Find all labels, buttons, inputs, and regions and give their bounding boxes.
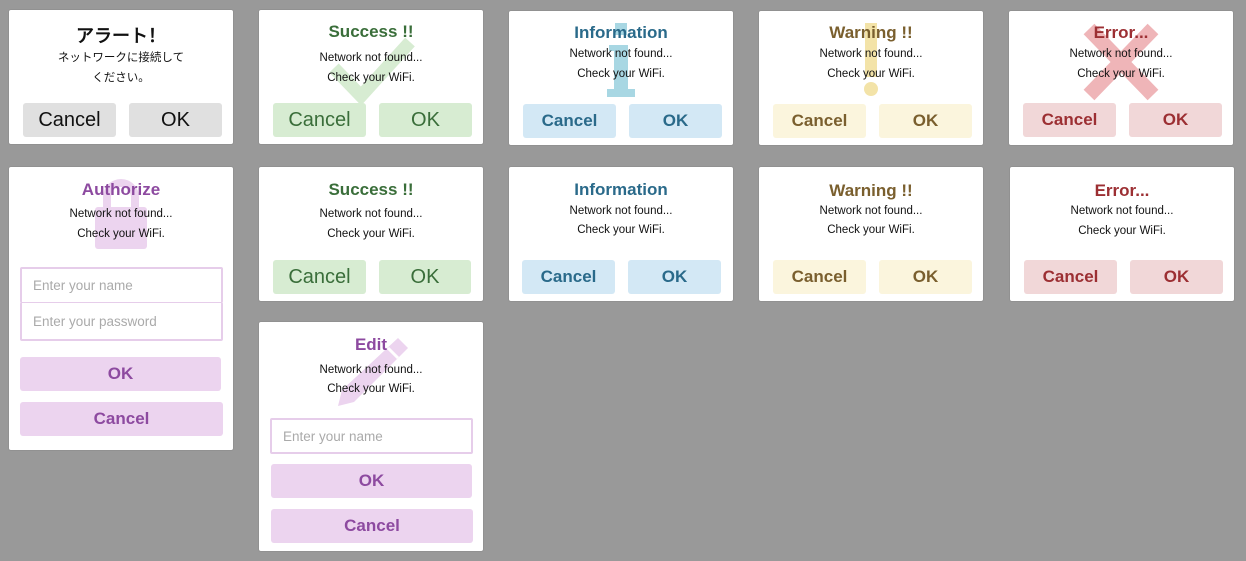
ok-button[interactable]: OK: [1129, 103, 1222, 137]
dialog-title: Error...: [1093, 23, 1149, 42]
dialog-message-line2: Check your WiFi.: [77, 228, 165, 240]
cancel-button[interactable]: Cancel: [1024, 260, 1117, 294]
dialog-message-line1: ネットワークに接続して: [57, 52, 185, 64]
ok-button[interactable]: OK: [1130, 260, 1223, 294]
ok-button[interactable]: OK: [20, 357, 221, 391]
cancel-button[interactable]: Cancel: [271, 509, 473, 543]
dialog-message-line2: Check your WiFi.: [327, 228, 415, 240]
dialog-message-line1: Network not found...: [819, 205, 923, 217]
cancel-button[interactable]: Cancel: [773, 104, 866, 138]
dialog-title: Success !!: [328, 22, 414, 41]
dialog-title: Warning !!: [829, 181, 913, 200]
alert-dialog-japanese: アラート！ ネットワークに接続して ください。 Cancel OK: [9, 10, 233, 144]
name-input[interactable]: Enter your name: [270, 418, 473, 454]
cancel-button[interactable]: Cancel: [522, 260, 615, 294]
dialog-title: Warning !!: [829, 23, 913, 42]
dialog-title: Information: [574, 23, 668, 42]
info-dialog: Information Network not found... Check y…: [509, 167, 733, 301]
dialog-message-line1: Network not found...: [69, 208, 173, 220]
ok-button[interactable]: OK: [879, 260, 972, 294]
success-dialog: Success !! Network not found... Check yo…: [259, 167, 483, 301]
warning-dialog-with-icon: Warning !! Network not found... Check yo…: [759, 11, 983, 145]
error-dialog-with-icon: Error... Network not found... Check your…: [1009, 11, 1233, 145]
dialog-message-line2: Check your WiFi.: [827, 224, 915, 236]
error-dialog: Error... Network not found... Check your…: [1010, 167, 1234, 301]
ok-button[interactable]: OK: [379, 103, 472, 137]
dialog-message-line2: ください。: [92, 72, 150, 84]
dialog-message-line2: Check your WiFi.: [1078, 225, 1166, 237]
dialog-message-line2: Check your WiFi.: [827, 68, 915, 80]
dialog-title: Success !!: [328, 180, 414, 199]
name-input[interactable]: Enter your name: [20, 267, 223, 303]
authorize-dialog: Authorize Network not found... Check you…: [9, 167, 233, 450]
dialog-message-line1: Network not found...: [319, 208, 423, 220]
cancel-button[interactable]: Cancel: [523, 104, 616, 138]
cancel-button[interactable]: Cancel: [1023, 103, 1116, 137]
dialog-message-line1: Network not found...: [569, 48, 673, 60]
dialog-message-line1: Network not found...: [1070, 205, 1174, 217]
dialog-message-line1: Network not found...: [819, 48, 923, 60]
success-dialog-with-icon: Success !! Network not found... Check yo…: [259, 10, 483, 144]
ok-button[interactable]: OK: [129, 103, 222, 137]
dialog-title: Error...: [1094, 181, 1150, 200]
ok-button[interactable]: OK: [879, 104, 972, 138]
dialog-message-line2: Check your WiFi.: [327, 72, 415, 84]
dialog-message-line2: Check your WiFi.: [577, 68, 665, 80]
ok-button[interactable]: OK: [271, 464, 472, 498]
cancel-button[interactable]: Cancel: [273, 103, 366, 137]
dialog-message-line2: Check your WiFi.: [327, 383, 415, 395]
cancel-button[interactable]: Cancel: [273, 260, 366, 294]
warning-dialog: Warning !! Network not found... Check yo…: [759, 167, 983, 301]
ok-button[interactable]: OK: [628, 260, 721, 294]
dialog-message-line1: Network not found...: [1069, 48, 1173, 60]
dialog-message-line1: Network not found...: [319, 52, 423, 64]
password-input[interactable]: Enter your password: [20, 302, 223, 341]
dialog-title: Authorize: [81, 180, 161, 199]
dialog-message-line1: Network not found...: [319, 364, 423, 376]
cancel-button[interactable]: Cancel: [773, 260, 866, 294]
dialog-title: アラート！: [76, 26, 166, 46]
cancel-button[interactable]: Cancel: [23, 103, 116, 137]
dialog-title: Edit: [354, 335, 388, 354]
dialog-message-line1: Network not found...: [569, 205, 673, 217]
dialog-message-line2: Check your WiFi.: [1077, 68, 1165, 80]
dialog-title: Information: [574, 180, 668, 199]
ok-button[interactable]: OK: [629, 104, 722, 138]
dialog-message-line2: Check your WiFi.: [577, 224, 665, 236]
ok-button[interactable]: OK: [379, 260, 471, 294]
info-dialog-with-icon: Information Network not found... Check y…: [509, 11, 733, 145]
edit-dialog: Edit Network not found... Check your WiF…: [259, 322, 483, 551]
cancel-button[interactable]: Cancel: [20, 402, 223, 436]
